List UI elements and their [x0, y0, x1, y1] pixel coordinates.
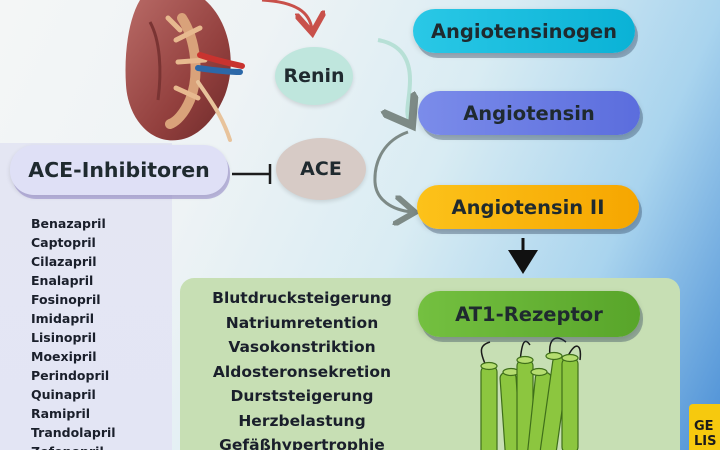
at1-effects-list: Blutdrucksteigerung Natriumretention Vas… — [196, 286, 408, 450]
ace-inhibitor-drug-list: Benazapril Captopril Cilazapril Enalapri… — [31, 214, 116, 450]
badge-line-2: LIS — [694, 434, 717, 449]
drug-item: Perindopril — [31, 368, 110, 383]
angiotensin-to-angiotensin2-arrow — [373, 130, 412, 212]
ace-inhibitors-node: ACE-Inhibitoren — [10, 145, 228, 195]
effect-item: Natriumretention — [225, 313, 379, 332]
drug-item: Quinapril — [31, 387, 96, 402]
drug-item: Lisinopril — [31, 330, 97, 345]
drug-item: Enalapril — [31, 273, 94, 288]
corner-logo-badge: GE LIS — [689, 404, 720, 450]
drug-item: Fosinopril — [31, 292, 101, 307]
drug-item: Trandolapril — [31, 425, 116, 440]
effect-item: Vasokonstriktion — [228, 338, 376, 356]
effect-item: Gefäßhypertrophie — [219, 436, 385, 450]
drug-item: Cilazapril — [31, 254, 97, 269]
drug-item: Captopril — [31, 235, 96, 250]
ace-node: ACE — [276, 138, 366, 200]
effect-item: Herzbelastung — [238, 411, 366, 430]
receptor-helix-icon — [480, 337, 582, 450]
effect-item: Blutdrucksteigerung — [212, 289, 392, 307]
angiotensin-node: Angiotensin — [418, 91, 640, 135]
drug-item: Zofenopril — [31, 442, 116, 450]
effect-item: Durststeigerung — [230, 387, 374, 405]
inhibition-line — [232, 164, 272, 184]
kidney-icon — [125, 0, 245, 142]
drug-item: Moexipril — [31, 349, 97, 364]
angiotensinogen-node: Angiotensinogen — [413, 9, 635, 53]
angiotensinogen-to-angiotensin-arrow — [377, 38, 410, 122]
badge-line-1: GE — [694, 419, 714, 434]
drug-item: Ramipril — [31, 406, 91, 421]
at1-receptor-node: AT1-Rezeptor — [418, 291, 640, 337]
renin-node: Renin — [275, 47, 353, 105]
drug-item: Imidapril — [31, 311, 95, 326]
kidney-to-renin-arrow — [261, 0, 312, 30]
effect-item: Aldosteronsekretion — [212, 362, 392, 381]
angiotensin2-node: Angiotensin II — [417, 185, 639, 229]
drug-item: Benazapril — [31, 216, 106, 231]
